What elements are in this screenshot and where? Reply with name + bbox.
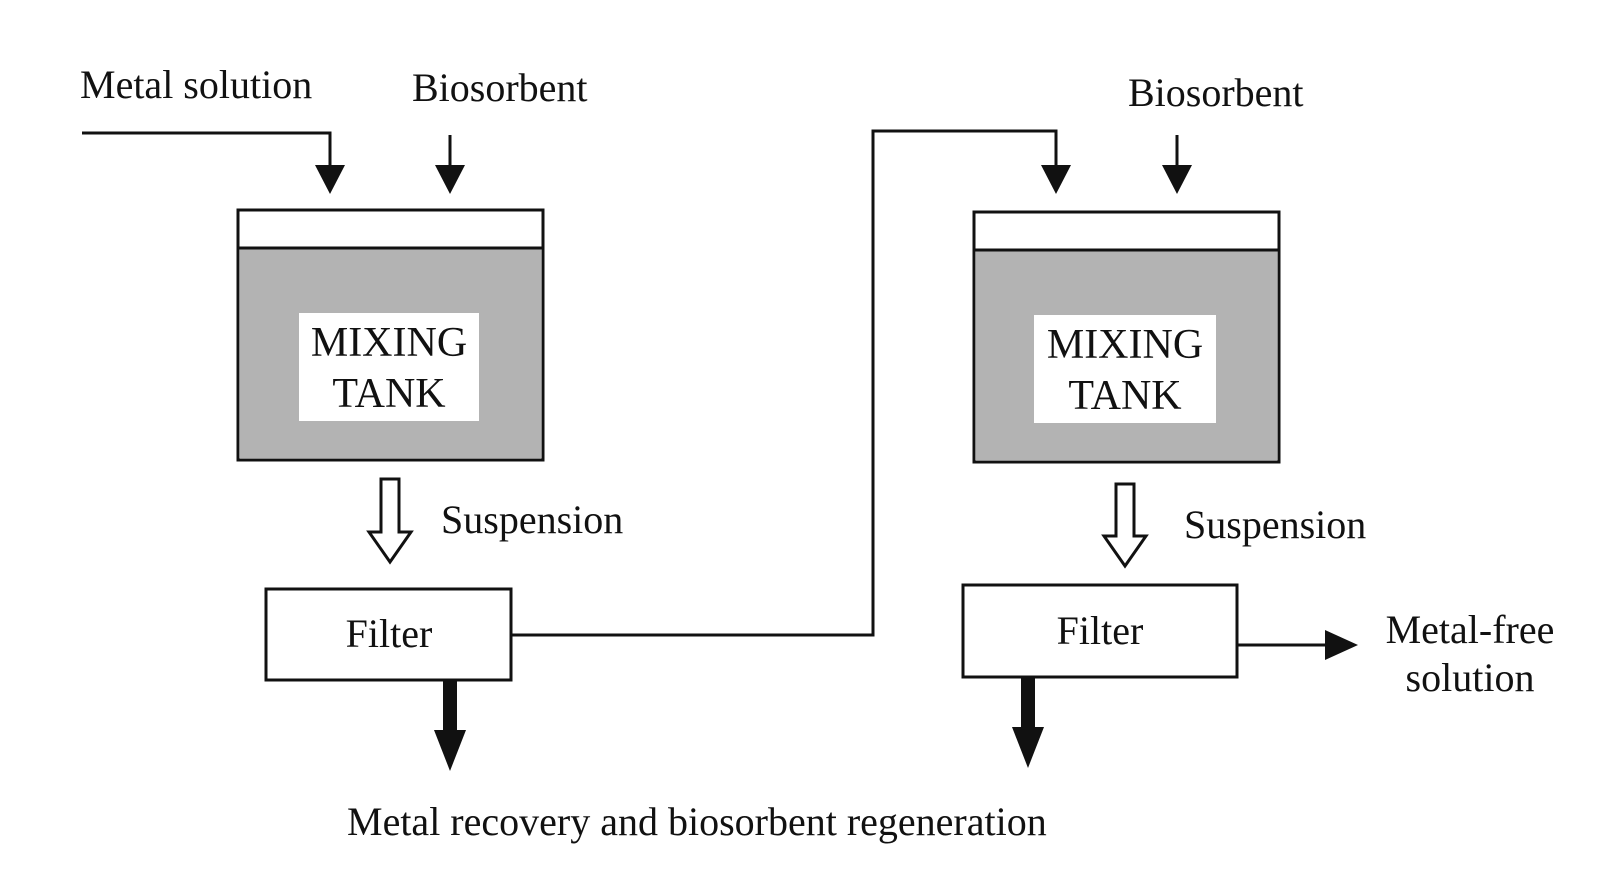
recovery-arrow-2 bbox=[1012, 677, 1044, 768]
biosorbent-feed-arrow-2 bbox=[1162, 135, 1192, 194]
biosorbent-label-1: Biosorbent bbox=[412, 65, 588, 110]
metal-free-label-line1: Metal-free bbox=[1386, 607, 1555, 652]
suspension-label-2: Suspension bbox=[1184, 502, 1366, 547]
mixing-tank-2: MIXING TANK bbox=[972, 210, 1281, 464]
suspension-arrow-2 bbox=[1101, 482, 1149, 569]
tank-2-label-line1: MIXING bbox=[1047, 322, 1203, 368]
filter-2: Filter bbox=[961, 583, 1239, 679]
metal-free-output-arrow bbox=[1237, 630, 1358, 660]
metal-free-label-line2: solution bbox=[1406, 655, 1535, 700]
filter-1-label: Filter bbox=[346, 611, 433, 656]
filter-2-label: Filter bbox=[1057, 608, 1144, 653]
biosorbent-feed-arrow-1 bbox=[435, 135, 465, 194]
tank-1-label-line2: TANK bbox=[332, 371, 445, 417]
metal-solution-feed-arrow bbox=[82, 131, 345, 194]
biosorbent-label-2: Biosorbent bbox=[1128, 70, 1304, 115]
tank-1-label-line1: MIXING bbox=[311, 320, 467, 366]
filter-1-to-tank-2-connector bbox=[511, 129, 1071, 637]
suspension-label-1: Suspension bbox=[441, 497, 623, 542]
suspension-arrow-1 bbox=[366, 477, 414, 565]
metal-solution-label: Metal solution bbox=[80, 62, 312, 107]
recovery-arrow-1 bbox=[434, 680, 466, 771]
mixing-tank-1: MIXING TANK bbox=[236, 208, 545, 462]
recovery-label: Metal recovery and biosorbent regenerati… bbox=[347, 799, 1047, 844]
filter-1: Filter bbox=[264, 587, 513, 682]
tank-2-label-line2: TANK bbox=[1068, 373, 1181, 419]
tank-2-label-box bbox=[1034, 315, 1216, 423]
tank-1-label-box bbox=[299, 313, 479, 421]
